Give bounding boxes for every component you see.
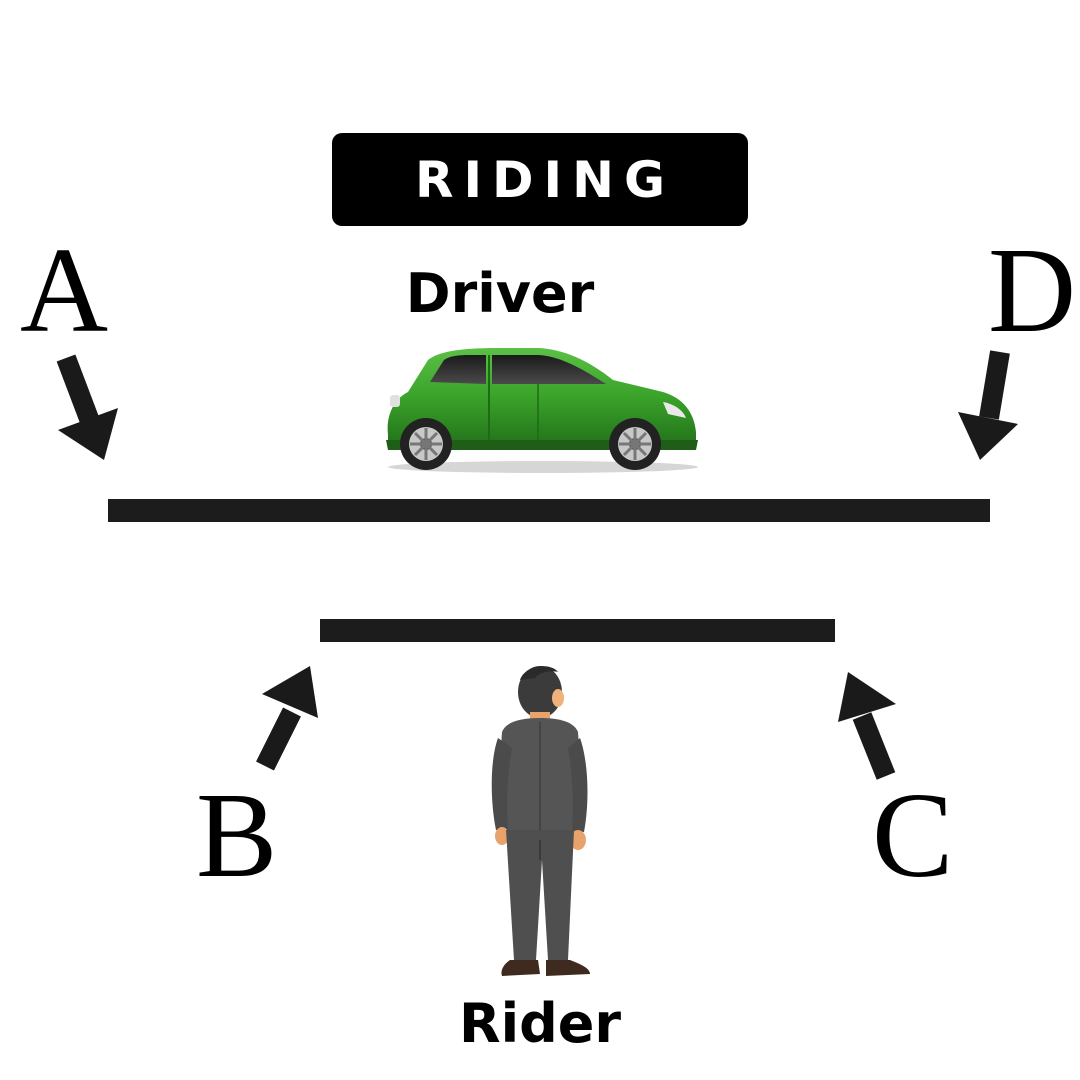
person-icon — [491, 666, 590, 976]
rider-lane — [320, 619, 835, 642]
car-icon — [386, 348, 698, 473]
arrow-b-icon — [256, 666, 318, 771]
rider-label: Rider — [459, 992, 621, 1055]
arrow-a-icon — [56, 354, 118, 460]
driver-lane — [108, 499, 990, 522]
arrow-c-icon — [838, 672, 896, 780]
diagram-title: RIDING — [414, 150, 676, 209]
driver-label: Driver — [405, 262, 595, 325]
point-label-b: B — [196, 768, 278, 903]
point-label-c: C — [872, 768, 954, 903]
arrow-d-icon — [958, 350, 1018, 460]
point-label-a: A — [20, 223, 109, 358]
title-banner: RIDING — [332, 133, 748, 226]
point-label-d: D — [988, 223, 1077, 358]
